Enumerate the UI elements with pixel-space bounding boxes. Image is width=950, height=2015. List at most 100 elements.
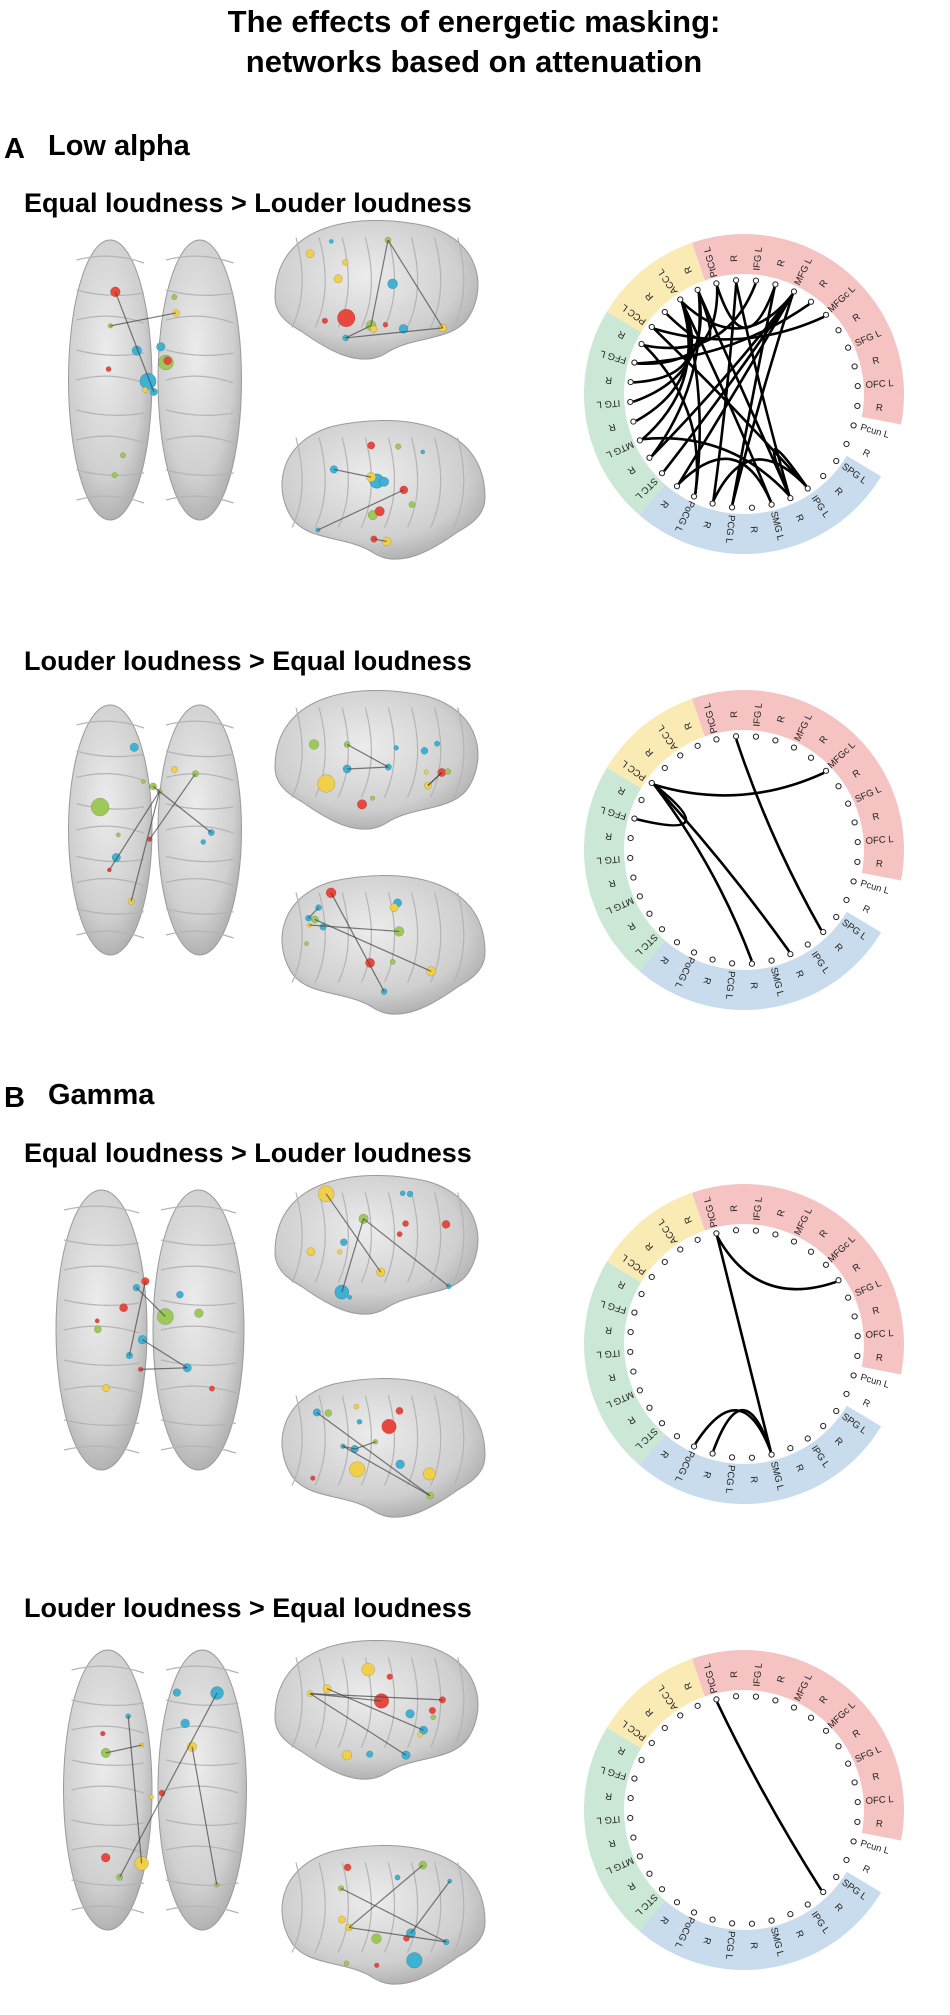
region-node	[748, 960, 756, 967]
panel-a-band: Low alpha	[48, 130, 191, 162]
brain-sulcus	[406, 1192, 419, 1283]
region-node	[851, 819, 858, 826]
region-node	[648, 1273, 655, 1281]
connection-edge	[632, 292, 702, 403]
brain-sulcus	[337, 1862, 349, 1953]
brain-sulcus	[160, 1445, 237, 1454]
brain-node	[426, 966, 437, 977]
region-node	[661, 1724, 668, 1732]
brain-sulcus	[291, 1862, 303, 1953]
brain-outline	[281, 1845, 486, 1985]
brain-node	[370, 795, 376, 801]
brain-sagittal-view-left	[281, 875, 486, 1015]
region-node	[772, 1697, 779, 1704]
region-node	[772, 281, 779, 288]
brain-node	[163, 356, 172, 365]
region-node	[835, 327, 842, 334]
brain-sulcus	[314, 1657, 326, 1748]
region-node	[822, 311, 830, 318]
brain-sagittal-view-right	[274, 690, 479, 830]
ring-sector-cingulate	[606, 1658, 705, 1749]
region-node	[638, 1290, 645, 1298]
region-node	[822, 1261, 830, 1268]
region-node	[854, 1798, 861, 1806]
brain-node	[406, 1952, 423, 1969]
brain-node	[176, 1290, 184, 1299]
panel-a-row2-condition: Louder loudness > Equal loudness	[24, 646, 472, 676]
brain-sulcus	[165, 1725, 239, 1734]
brain-node	[342, 259, 349, 266]
brain-edge	[308, 907, 319, 919]
region-node	[820, 1422, 827, 1430]
brain-node	[120, 452, 126, 459]
brain-edge	[127, 1716, 143, 1864]
connection-edge	[715, 285, 776, 330]
brain-node	[367, 441, 376, 450]
brain-sulcus	[337, 1192, 349, 1283]
brain-sulcus	[430, 1862, 442, 1953]
region-label: R	[605, 830, 613, 842]
region-node	[694, 286, 701, 293]
brain-sulcus	[76, 375, 145, 384]
region-node	[627, 834, 634, 842]
brain-sagittal-view-left	[281, 1845, 486, 1985]
region-node	[854, 1332, 861, 1340]
region-node	[732, 1693, 740, 1700]
brain-node	[337, 1249, 343, 1255]
region-label: R	[871, 1771, 880, 1783]
brain-sulcus	[71, 1785, 145, 1794]
panel-a-row1-condition: Equal loudness > Louder loudness	[24, 188, 472, 218]
brain-sulcus	[360, 437, 372, 528]
brain-outline	[281, 1378, 486, 1518]
region-node	[787, 951, 794, 958]
brain-sulcus	[453, 1862, 465, 1953]
brain-sulcus	[430, 707, 442, 798]
brain-node	[310, 1475, 316, 1481]
region-label: R	[625, 1880, 637, 1893]
region-node	[728, 1920, 736, 1927]
brain-node	[100, 1730, 106, 1737]
connection-edge	[665, 292, 712, 343]
brain-node	[139, 372, 157, 390]
brain-node	[156, 342, 166, 352]
brain-hemisphere	[63, 1649, 153, 1931]
brain-edge	[341, 1218, 365, 1293]
brain-sulcus	[165, 469, 234, 476]
brain-node	[111, 472, 118, 479]
brain-node	[420, 747, 429, 755]
brain-node	[347, 1295, 353, 1300]
brain-sulcus	[430, 1657, 442, 1748]
connection-edge	[731, 287, 776, 505]
brain-node	[341, 1750, 353, 1761]
region-label: R	[729, 1670, 740, 1678]
ring-sector-parietal	[639, 1405, 882, 1504]
brain-hemisphere	[157, 704, 242, 956]
brain-node	[393, 745, 399, 751]
ring-sector-temporal	[583, 1261, 666, 1465]
brain-edge	[348, 1864, 424, 1928]
ring-sector-parietal	[639, 911, 882, 1010]
region-label: R	[616, 328, 627, 341]
region-node	[627, 1328, 634, 1336]
brain-edge	[347, 766, 389, 770]
brain-sulcus	[165, 375, 234, 384]
region-node	[648, 1739, 655, 1747]
region-node	[854, 838, 861, 846]
region-node	[638, 1756, 645, 1764]
brain-sulcus	[337, 892, 349, 983]
brain-sulcus	[430, 437, 442, 528]
brain-axial-view	[68, 239, 242, 521]
brain-sulcus	[76, 289, 145, 296]
region-label: Pcun L	[859, 1372, 890, 1391]
region-node	[833, 1407, 840, 1415]
brain-sulcus	[160, 1265, 237, 1274]
brain-sulcus	[360, 1862, 372, 1953]
region-node	[804, 485, 811, 492]
region-node	[752, 733, 760, 740]
region-node	[646, 1870, 653, 1877]
region-node	[661, 308, 668, 316]
brain-sagittal-view-right	[274, 220, 479, 360]
connection-edge	[716, 1235, 837, 1291]
brain-node	[422, 1467, 436, 1481]
